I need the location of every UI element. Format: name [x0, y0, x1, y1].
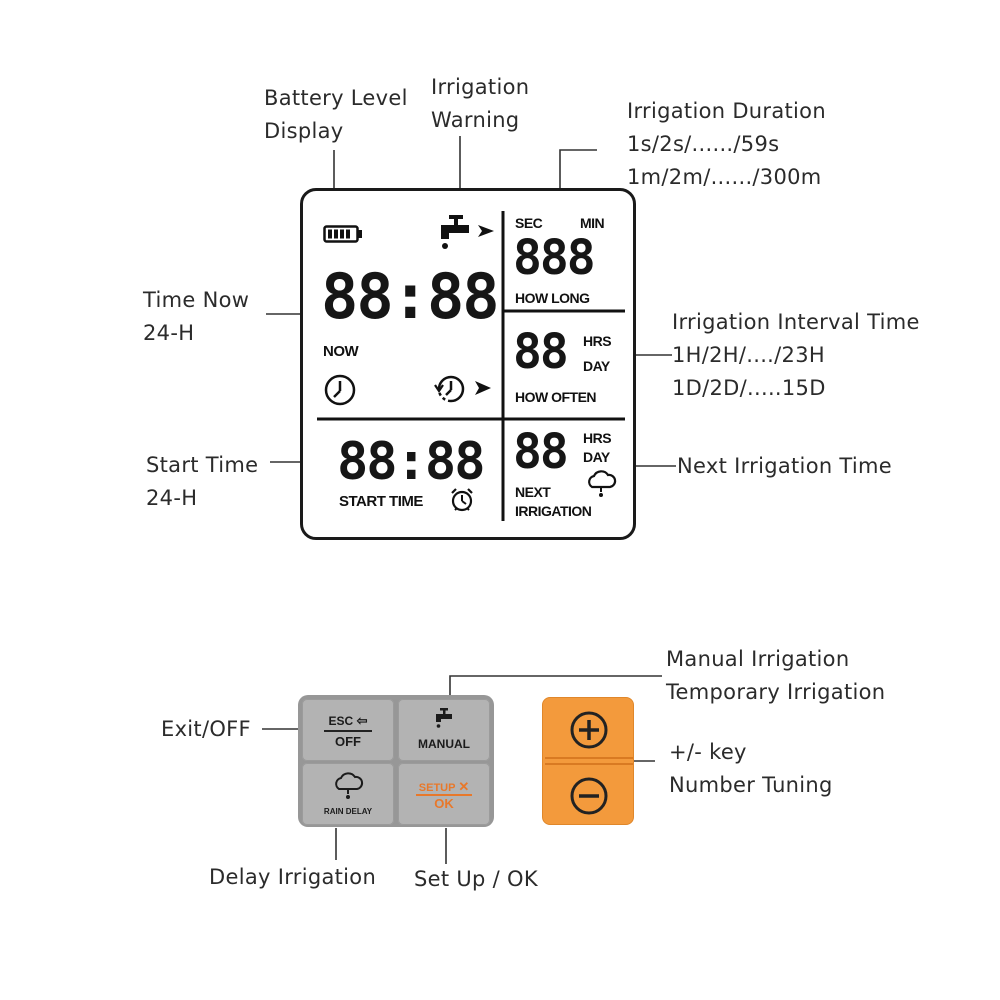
start-time-digits: 88:88: [337, 432, 486, 492]
setup-label-row: SETUP ✕: [398, 779, 490, 795]
plusminus-annotation-line2: Number Tuning: [669, 773, 833, 797]
keypad: ESC ⇦ OFF MANUAL RAIN DELAY SETUP ✕ OK: [298, 695, 494, 827]
tools-icon: ✕: [458, 779, 470, 794]
duration-digits: 888: [513, 230, 596, 286]
duration-annotation-line2: 1s/2s/....../59s: [627, 132, 780, 156]
setup-annotation-line1: Set Up / OK: [414, 867, 538, 891]
time-now-annotation-line1: Time Now: [143, 288, 250, 312]
setup-divider: [416, 794, 472, 796]
interval-annotation-line2: 1H/2H/..../23H: [672, 343, 825, 367]
plus-icon: [570, 711, 608, 749]
rain-delay-label: RAIN DELAY: [323, 807, 373, 816]
esc-off-button[interactable]: ESC ⇦ OFF: [302, 699, 394, 761]
delay-annotation-line1: Delay Irrigation: [209, 865, 377, 889]
esc-divider: [324, 730, 372, 732]
battery-icon: [323, 225, 362, 243]
interval-hrs-label: HRS: [583, 333, 612, 349]
how-long-label: HOW LONG: [515, 290, 590, 306]
start-time-label: START TIME: [339, 493, 423, 510]
warning-annotation-line2: Warning: [431, 108, 520, 132]
ok-label: OK: [434, 796, 454, 811]
plus-minus-graphics: [545, 757, 633, 765]
warning-annotation-line1: Irrigation: [431, 75, 530, 99]
start-time-annotation: Start Time 24-H: [146, 449, 258, 515]
manual-annotation-line1: Manual Irrigation: [666, 647, 850, 671]
battery-annotation-line1: Battery Level: [264, 86, 408, 110]
clock-icon: [324, 374, 356, 406]
exit-annotation: Exit/OFF: [161, 713, 251, 746]
duration-annotation: Irrigation Duration 1s/2s/....../59s 1m/…: [627, 95, 826, 194]
how-often-label: HOW OFTEN: [515, 389, 597, 405]
warning-annotation: Irrigation Warning: [431, 71, 529, 137]
interval-annotation-line1: Irrigation Interval Time: [672, 310, 920, 334]
exit-annotation-line1: Exit/OFF: [161, 717, 251, 741]
min-label: MIN: [580, 215, 605, 231]
arrow-icon: [478, 225, 494, 237]
next-day-label: DAY: [583, 449, 610, 465]
lcd-dividers: [317, 211, 625, 521]
rain-cloud-icon: [588, 470, 617, 497]
esc-label-row: ESC ⇦: [302, 713, 394, 729]
manual-annotation-line2: Temporary Irrigation: [666, 680, 886, 704]
next-annotation-line1: Next Irrigation Time: [677, 454, 893, 478]
time-now-annotation-line2: 24-H: [143, 321, 195, 345]
manual-faucet-icon: [436, 708, 452, 728]
rain-delay-cloud-icon: [335, 772, 364, 799]
interval-day-label: DAY: [583, 358, 610, 374]
next-label-line2: IRRIGATION: [515, 503, 592, 519]
off-label: OFF: [335, 734, 361, 749]
start-time-annotation-line2: 24-H: [146, 486, 198, 510]
setup-label: SETUP: [418, 782, 456, 794]
alarm-clock-icon: [451, 488, 473, 512]
next-hrs-label: HRS: [583, 430, 612, 446]
setup-annotation: Set Up / OK: [414, 863, 538, 896]
interval-digits: 88: [513, 324, 569, 380]
now-label: NOW: [323, 343, 359, 360]
setup-ok-button[interactable]: SETUP ✕ OK: [398, 763, 490, 825]
plus-minus-key: [542, 697, 634, 825]
plusminus-annotation-line1: +/- key: [669, 740, 747, 764]
duration-annotation-line1: Irrigation Duration: [627, 99, 826, 123]
sec-label: SEC: [515, 215, 543, 231]
manual-leader-line: [449, 675, 662, 700]
lcd-panel: 88:88 NOW SEC MIN 888 HOW LONG 88 HRS DA…: [300, 188, 636, 540]
plusminus-annotation: +/- key Number Tuning: [669, 736, 833, 802]
battery-annotation-line2: Display: [264, 119, 344, 143]
back-arrow-icon: ⇦: [356, 713, 368, 728]
rain-delay-button[interactable]: RAIN DELAY: [302, 763, 394, 825]
esc-label: ESC: [328, 714, 354, 728]
next-digits: 88: [513, 424, 569, 480]
faucet-icon: [441, 215, 469, 249]
start-time-annotation-line1: Start Time: [146, 453, 259, 477]
next-annotation: Next Irrigation Time: [677, 450, 892, 483]
minus-icon: [570, 777, 608, 815]
interval-annotation: Irrigation Interval Time 1H/2H/..../23H …: [672, 306, 920, 405]
manual-button[interactable]: MANUAL: [398, 699, 490, 761]
time-now-annotation: Time Now 24-H: [143, 284, 249, 350]
manual-label: MANUAL: [418, 737, 470, 751]
manual-annotation: Manual Irrigation Temporary Irrigation: [666, 643, 885, 709]
battery-annotation: Battery Level Display: [264, 82, 408, 148]
next-label-line1: NEXT: [515, 484, 551, 500]
duration-annotation-line3: 1m/2m/....../300m: [627, 165, 822, 189]
now-time-digits: 88:88: [321, 260, 500, 333]
cycle-clock-icon: [434, 375, 491, 403]
delay-annotation: Delay Irrigation: [209, 861, 376, 894]
plus-button[interactable]: [569, 710, 609, 750]
interval-annotation-line3: 1D/2D/.....15D: [672, 376, 826, 400]
minus-button[interactable]: [569, 776, 609, 816]
